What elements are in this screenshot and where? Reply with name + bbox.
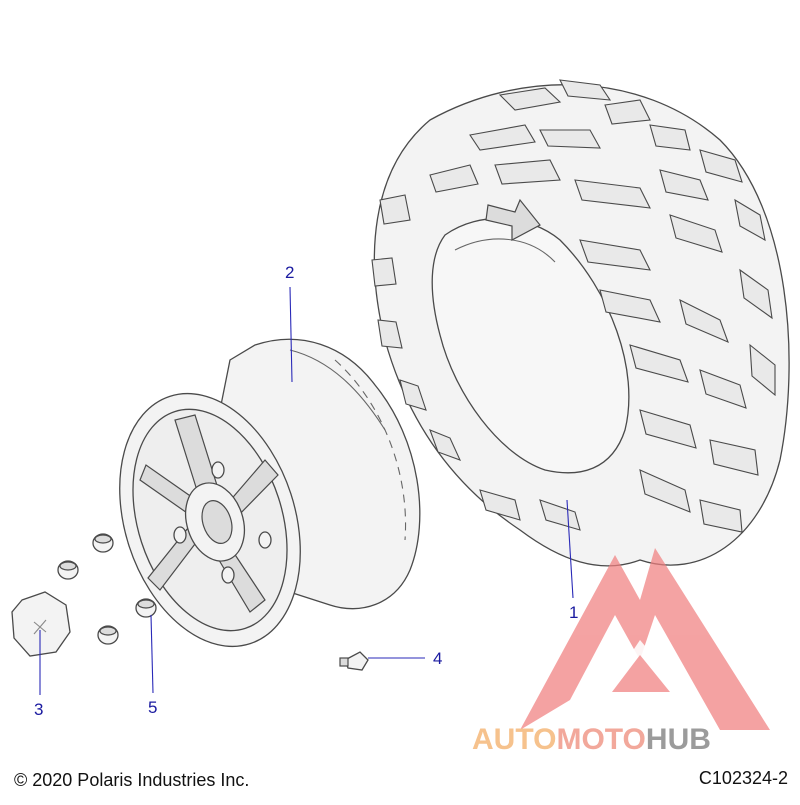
callout-3: 3 [34,700,43,719]
leader-line-2 [289,286,293,383]
watermark-hub: HUB [646,723,711,756]
callout-1: 1 [569,603,578,622]
lug-nut [92,533,114,553]
lug-nut [57,560,79,580]
svg-text:AUTOMOTOHUB: AUTOMOTOHUB [472,723,711,756]
automotohub-logo-icon [520,548,770,730]
callout-2: 2 [285,263,294,282]
automotohub-watermark: AUTOMOTOHUB [472,548,770,756]
callout-4: 4 [433,649,442,668]
lug-nut [97,625,119,645]
tire [371,79,790,567]
callout-5: 5 [148,698,157,717]
lug-nut [135,598,157,618]
watermark-moto: MOTO [556,723,645,756]
leader-line-1 [566,499,574,599]
valve-stem [339,651,369,671]
wheel-rim [119,338,421,648]
leader-line-5 [150,614,154,694]
figure-id: C102324-2 [698,768,788,788]
copyright-text: © 2020 Polaris Industries Inc. [14,770,250,790]
lug-nuts [57,533,157,645]
watermark-auto: AUTO [472,723,556,756]
center-cap [11,591,71,657]
